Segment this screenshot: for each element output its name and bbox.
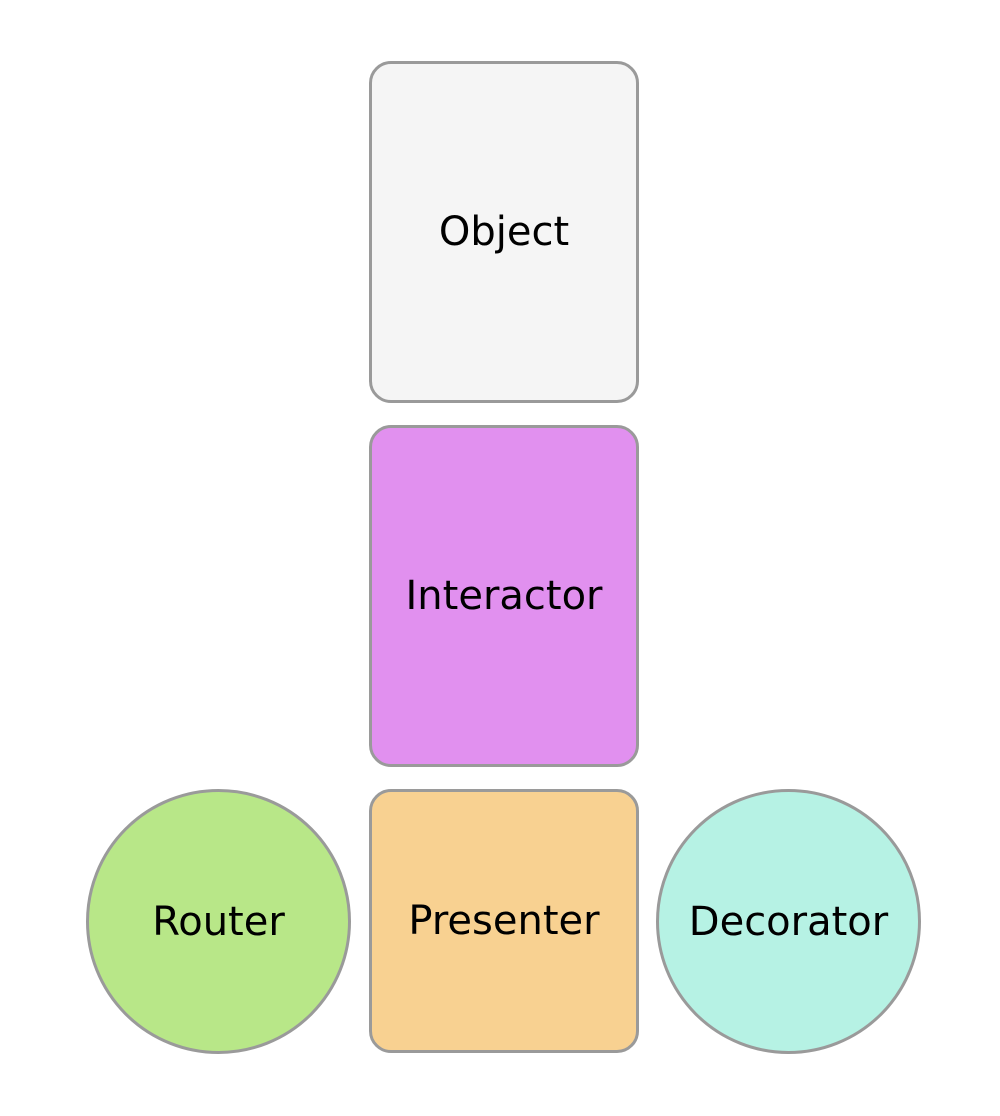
router-label: Router xyxy=(152,898,285,945)
presenter-label: Presenter xyxy=(408,898,600,944)
interactor-box: Interactor xyxy=(369,425,639,767)
router-circle: Router xyxy=(86,789,351,1054)
object-box: Object xyxy=(369,61,639,403)
object-label: Object xyxy=(438,209,570,255)
decorator-circle: Decorator xyxy=(656,789,921,1054)
presenter-box: Presenter xyxy=(369,789,639,1053)
interactor-label: Interactor xyxy=(405,573,603,619)
decorator-label: Decorator xyxy=(688,898,889,945)
